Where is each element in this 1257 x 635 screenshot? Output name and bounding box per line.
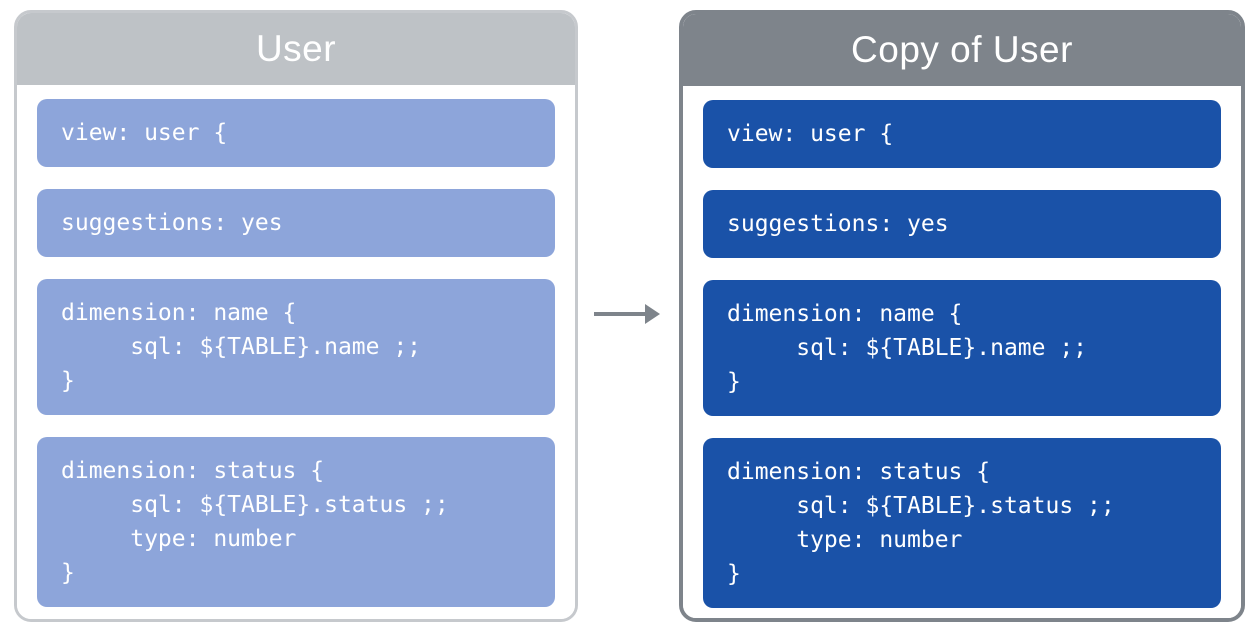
code-block: dimension: name { sql: ${TABLE}.name ;; … (703, 280, 1221, 416)
panel-copy-of-user-body: view: user { suggestions: yes dimension: n… (683, 86, 1241, 618)
code-text: view: user { (727, 121, 894, 147)
code-text: dimension: name { sql: ${TABLE}.name ;; … (61, 300, 422, 394)
code-block: dimension: status { sql: ${TABLE}.status… (703, 438, 1221, 608)
code-text: suggestions: yes (61, 210, 283, 236)
code-text: suggestions: yes (727, 211, 949, 237)
code-text: dimension: status { sql: ${TABLE}.status… (727, 459, 1115, 587)
code-block: dimension: name { sql: ${TABLE}.name ;; … (37, 279, 555, 415)
panel-copy-of-user-header: Copy of User (683, 14, 1241, 86)
code-block: dimension: status { sql: ${TABLE}.status… (37, 437, 555, 607)
code-block: view: user { (703, 100, 1221, 168)
code-text: view: user { (61, 120, 228, 146)
panel-copy-of-user: Copy of User view: user { suggestions: ye… (679, 10, 1245, 622)
code-block: view: user { (37, 99, 555, 167)
panel-user: User view: user { suggestions: yes dimensi… (14, 10, 578, 622)
arrow-line (594, 312, 645, 316)
arrow-head (645, 304, 660, 324)
arrow-right-icon (594, 302, 660, 326)
code-text: dimension: status { sql: ${TABLE}.status… (61, 458, 449, 586)
code-block: suggestions: yes (37, 189, 555, 257)
code-block: suggestions: yes (703, 190, 1221, 258)
code-text: dimension: name { sql: ${TABLE}.name ;; … (727, 301, 1088, 395)
panel-copy-of-user-title: Copy of User (851, 29, 1073, 70)
panel-user-header: User (17, 13, 575, 85)
panel-user-body: view: user { suggestions: yes dimension: n… (17, 85, 575, 619)
panel-user-title: User (255, 28, 337, 69)
